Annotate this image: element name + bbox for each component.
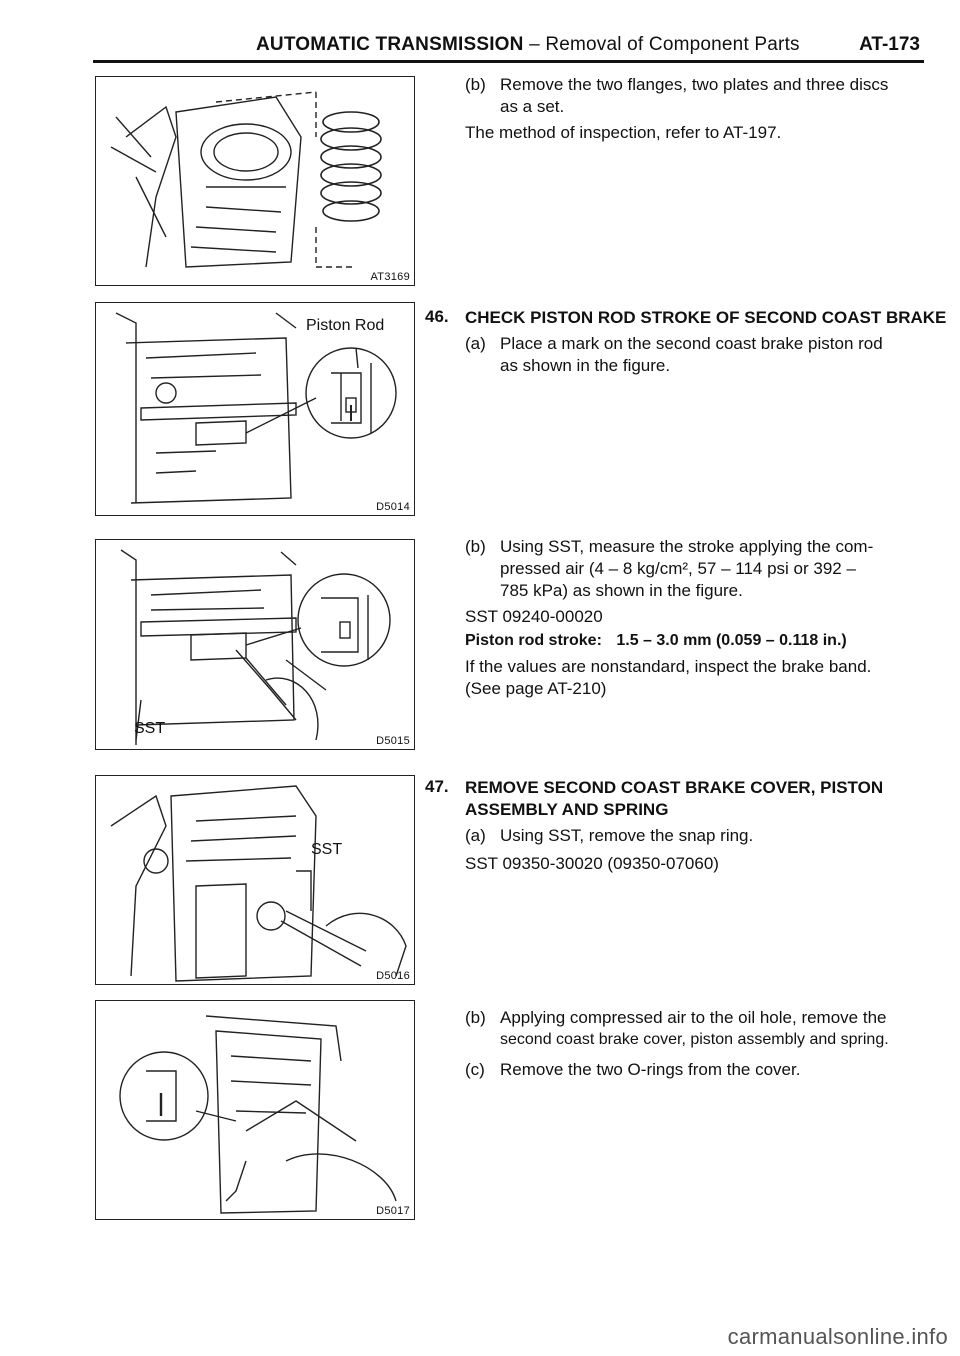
substep-line: pressed air (4 – 8 kg/cm², 57 – 114 psi … [500, 559, 856, 578]
figure-callout-label: Piston Rod [306, 317, 385, 334]
figure-at3169: AT3169 [95, 76, 415, 286]
substep-line: Applying compressed air to the oil hole,… [500, 1008, 887, 1027]
page-header-title: AUTOMATIC TRANSMISSION – Removal of Comp… [256, 34, 800, 56]
figure-code: D5015 [376, 735, 410, 747]
substep-text: Using SST, remove the snap ring. [500, 826, 754, 845]
substep-label: (c) [465, 1060, 485, 1079]
substep-line: 785 kPa) as shown in the figure. [500, 581, 743, 600]
header-divider [93, 60, 924, 63]
substep-label: (a) [465, 826, 486, 845]
figure-callout-label: SST [134, 720, 166, 737]
substep-label: (b) [465, 537, 486, 556]
step-46-substep-a: (a) Place a mark on the second coast bra… [465, 333, 925, 379]
substep-text: Remove the two flanges, two plates and t… [500, 74, 888, 118]
figure-callout-label: SST [311, 841, 343, 858]
figure-d5014-illustration [115, 312, 397, 504]
substep-text: Using SST, measure the stroke applying t… [500, 536, 873, 602]
figure-d5015: SST D5015 [95, 539, 415, 750]
figure-code: D5014 [376, 501, 410, 513]
step-46-note: If the values are nonstandard, inspect t… [465, 657, 872, 676]
header-title-section: AUTOMATIC TRANSMISSION [256, 34, 524, 55]
step-47-substep-b: (b) Applying compressed air to the oil h… [465, 1007, 935, 1053]
intro-substep-b: (b) Remove the two flanges, two plates a… [465, 74, 925, 120]
spec-label: Piston rod stroke: [465, 632, 602, 649]
substep-label: (b) [465, 1008, 486, 1027]
substep-line: second coast brake cover, piston assembl… [500, 1031, 889, 1048]
step-46-substep-b: (b) Using SST, measure the stroke applyi… [465, 536, 925, 604]
figure-d5017: D5017 [95, 1000, 415, 1220]
figure-at3169-illustration [110, 91, 382, 268]
substep-line: Using SST, measure the stroke applying t… [500, 537, 874, 556]
inspection-note: The method of inspection, refer to AT-19… [465, 123, 782, 142]
substep-text: Applying compressed air to the oil hole,… [500, 1007, 889, 1051]
step-46-page-ref: (See page AT-210) [465, 679, 607, 698]
figure-code: D5016 [376, 970, 410, 982]
step-title-line: REMOVE SECOND COAST BRAKE COVER, PISTON [465, 778, 884, 797]
step-47-substep-a: (a) Using SST, remove the snap ring. [465, 825, 925, 849]
step-47-title: REMOVE SECOND COAST BRAKE COVER, PISTON … [465, 777, 925, 821]
step-title-line: ASSEMBLY AND SPRING [465, 800, 669, 819]
step-46-sst: SST 09240-00020 [465, 607, 603, 626]
substep-line: as shown in the figure. [500, 356, 671, 375]
substep-text: Remove the two O-rings from the cover. [500, 1060, 801, 1079]
step-47-sst: SST 09350-30020 (09350-07060) [465, 854, 719, 873]
figure-code: AT3169 [370, 271, 410, 283]
figure-d5017-illustration [119, 1015, 397, 1214]
step-47-number: 47. [425, 777, 449, 796]
figure-d5014: Piston Rod D5014 [95, 302, 415, 516]
step-47-substep-c: (c) Remove the two O-rings from the cove… [465, 1059, 925, 1083]
substep-text: Place a mark on the second coast brake p… [500, 333, 883, 377]
page-number: AT-173 [859, 34, 920, 55]
header-title-subsection: – Removal of Component Parts [523, 34, 800, 55]
site-watermark: carmanualsonline.info [727, 1324, 948, 1349]
spec-value: 1.5 – 3.0 mm (0.059 – 0.118 in.) [616, 632, 847, 649]
substep-line: as a set. [500, 97, 565, 116]
figure-code: D5017 [376, 1205, 410, 1217]
step-46-title: CHECK PISTON ROD STROKE OF SECOND COAST … [465, 308, 947, 327]
figure-d5016-illustration [110, 785, 407, 982]
figure-d5015-illustration [120, 549, 391, 745]
substep-label: (a) [465, 334, 486, 353]
substep-label: (b) [465, 75, 486, 94]
figure-d5016: SST D5016 [95, 775, 415, 985]
substep-line: Place a mark on the second coast brake p… [500, 334, 883, 353]
step-46-number: 46. [425, 307, 449, 326]
piston-rod-stroke-spec: Piston rod stroke: 1.5 – 3.0 mm (0.059 –… [465, 632, 847, 650]
substep-line: Remove the two flanges, two plates and t… [500, 75, 889, 94]
